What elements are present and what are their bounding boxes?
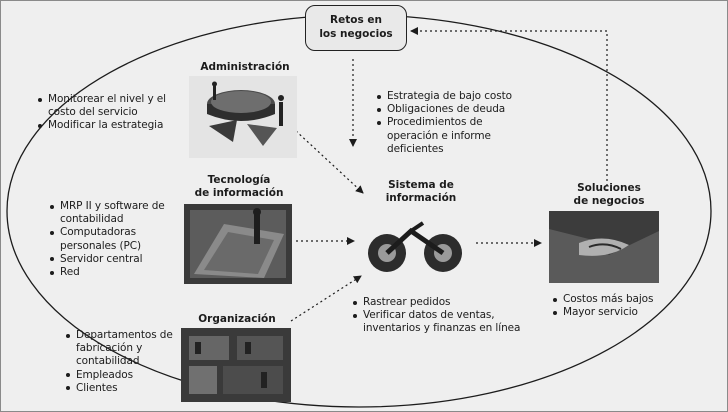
retos-bullet: Estrategia de bajo costo (376, 90, 536, 103)
tecnologia-bullet: Red (49, 266, 175, 279)
tecnologia-title-line1: Tecnología (207, 174, 271, 186)
sistema-bicycle-icon (368, 221, 462, 272)
retos-bullet: Obligaciones de deuda (376, 103, 536, 116)
soluciones-bullet: Mayor servicio (552, 306, 672, 319)
tecnologia-title-line2: de información (194, 187, 284, 199)
organizacion-bullets: Departamentos de fabricación y contabili… (65, 329, 177, 395)
administracion-title: Administración (200, 61, 290, 73)
sistema-title-line1: Sistema de (388, 179, 454, 191)
sistema-bullet: Verificar datos de ventas, inventarios y… (352, 309, 522, 335)
soluciones-title-line2: de negocios (573, 195, 645, 207)
sistema-title-line2: información (385, 192, 457, 204)
soluciones-title-line1: Soluciones (577, 182, 641, 194)
arrow-admin-to-sistema (295, 130, 364, 194)
tecnologia-bullet: MRP II y software de contabilidad (49, 200, 175, 226)
administracion-photo (189, 76, 297, 158)
arrow-soluciones-to-retos (410, 27, 608, 191)
administracion-bullets: Monitorear el nivel y el costo del servi… (37, 93, 179, 133)
retos-bullet: Procedimientos de operación e informe de… (376, 116, 536, 156)
administracion-bullet: Modificar la estrategia (37, 119, 179, 132)
sistema-bullet: Rastrear pedidos (352, 296, 522, 309)
tecnologia-bullet: Servidor central (49, 253, 175, 266)
tecnologia-bullets: MRP II y software de contabilidad Comput… (49, 200, 175, 279)
retos-bullets: Estrategia de bajo costo Obligaciones de… (376, 90, 536, 156)
tecnologia-bullet: Computadoras personales (PC) (49, 226, 175, 252)
organizacion-bullet: Departamentos de fabricación y contabili… (65, 329, 177, 369)
sistema-bullets: Rastrear pedidos Verificar datos de vent… (352, 296, 522, 336)
organizacion-title: Organización (198, 313, 276, 325)
soluciones-title: Soluciones de negocios (557, 182, 661, 208)
organizacion-photo (181, 328, 291, 402)
soluciones-bullets: Costos más bajos Mayor servicio (552, 293, 672, 319)
tecnologia-photo (184, 204, 292, 284)
retos-box: Retos en los negocios (305, 5, 407, 51)
soluciones-bullet: Costos más bajos (552, 293, 672, 306)
administracion-bullet: Monitorear el nivel y el costo del servi… (37, 93, 179, 119)
retos-line1: Retos en (330, 14, 382, 26)
tecnologia-title: Tecnología de información (189, 174, 289, 200)
soluciones-handshake-photo (549, 211, 659, 283)
arrow-organizacion-to-sistema (290, 275, 362, 322)
organizacion-bullet: Empleados (65, 369, 177, 382)
retos-line2: los negocios (319, 28, 393, 40)
organizacion-bullet: Clientes (65, 382, 177, 395)
sistema-title: Sistema de información (369, 179, 473, 205)
